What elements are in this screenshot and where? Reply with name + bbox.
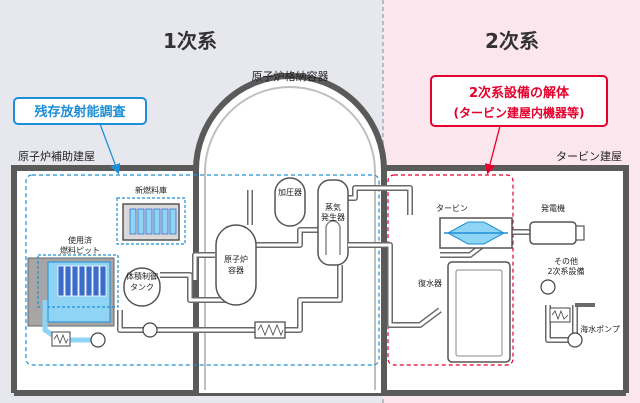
primary-pump bbox=[142, 322, 158, 338]
vct-label2: タンク bbox=[130, 283, 154, 292]
condenser bbox=[447, 261, 511, 363]
other-secondary-pump bbox=[540, 279, 556, 295]
generator-label: 発電機 bbox=[541, 203, 565, 213]
primary-heat-exchanger bbox=[254, 321, 286, 339]
spent-fuel-racks bbox=[57, 265, 107, 297]
other-secondary-label2: 2次系設備 bbox=[547, 266, 584, 276]
spent-fuel-pit-frame bbox=[37, 254, 119, 308]
pressurizer-label: 加圧器 bbox=[278, 187, 302, 197]
other-secondary-label1: その他 bbox=[554, 256, 578, 266]
turbine-label: タービン bbox=[436, 204, 468, 213]
steam-generator-label1: 蒸気 bbox=[325, 202, 341, 212]
dismantle-callout bbox=[430, 75, 608, 127]
steam-generator-tubes bbox=[325, 220, 341, 255]
reactor-vessel-label2: 容器 bbox=[228, 265, 244, 275]
residual-survey-callout bbox=[13, 97, 147, 125]
generator bbox=[529, 221, 577, 245]
containment-vessel bbox=[193, 73, 387, 393]
residual-survey-text: 残存放射能調査 bbox=[34, 104, 126, 120]
seawater-pump-label: 海水ポンプ bbox=[580, 324, 620, 334]
spent-fuel-heat-exchanger bbox=[51, 331, 71, 347]
dismantle-text-line2: (タービン建屋内機器等) bbox=[454, 105, 585, 120]
auxiliary-label: 原子炉補助建屋 bbox=[18, 149, 95, 163]
dismantle-pointer bbox=[484, 125, 501, 175]
vct-label1: 体積制御 bbox=[126, 271, 158, 281]
containment-inner-wall bbox=[204, 86, 376, 390]
steam-generator-label2: 発生器 bbox=[321, 212, 345, 222]
containment-label: 原子炉格納容器 bbox=[252, 69, 329, 83]
spent-fuel-pit-label1: 使用済 bbox=[68, 235, 92, 245]
seawater-heat-exchanger bbox=[549, 307, 571, 323]
reactor-vessel bbox=[215, 224, 257, 306]
volume-control-tank bbox=[123, 267, 161, 307]
seawater-pump bbox=[567, 332, 583, 348]
pressurizer bbox=[274, 177, 306, 227]
spent-fuel-pump bbox=[90, 332, 106, 348]
reactor-vessel-label1: 原子炉 bbox=[224, 254, 248, 264]
dismantle-text-line1: 2次系設備の解体 bbox=[469, 85, 570, 101]
spent-fuel-pit-label2: 燃料ピット bbox=[60, 245, 100, 255]
survey-area bbox=[25, 174, 380, 366]
condenser-label: 復水器 bbox=[418, 278, 442, 288]
turbine-building-label: タービン建屋 bbox=[556, 149, 622, 163]
secondary-title: 2次系 bbox=[485, 29, 539, 53]
new-fuel-storage-frame bbox=[116, 197, 186, 245]
residual-survey-pointer bbox=[99, 123, 121, 175]
new-fuel-assemblies bbox=[129, 208, 177, 235]
steam-generator bbox=[317, 179, 349, 266]
primary-title: 1次系 bbox=[163, 29, 217, 53]
new-fuel-storage-label: 新燃料庫 bbox=[135, 185, 167, 195]
